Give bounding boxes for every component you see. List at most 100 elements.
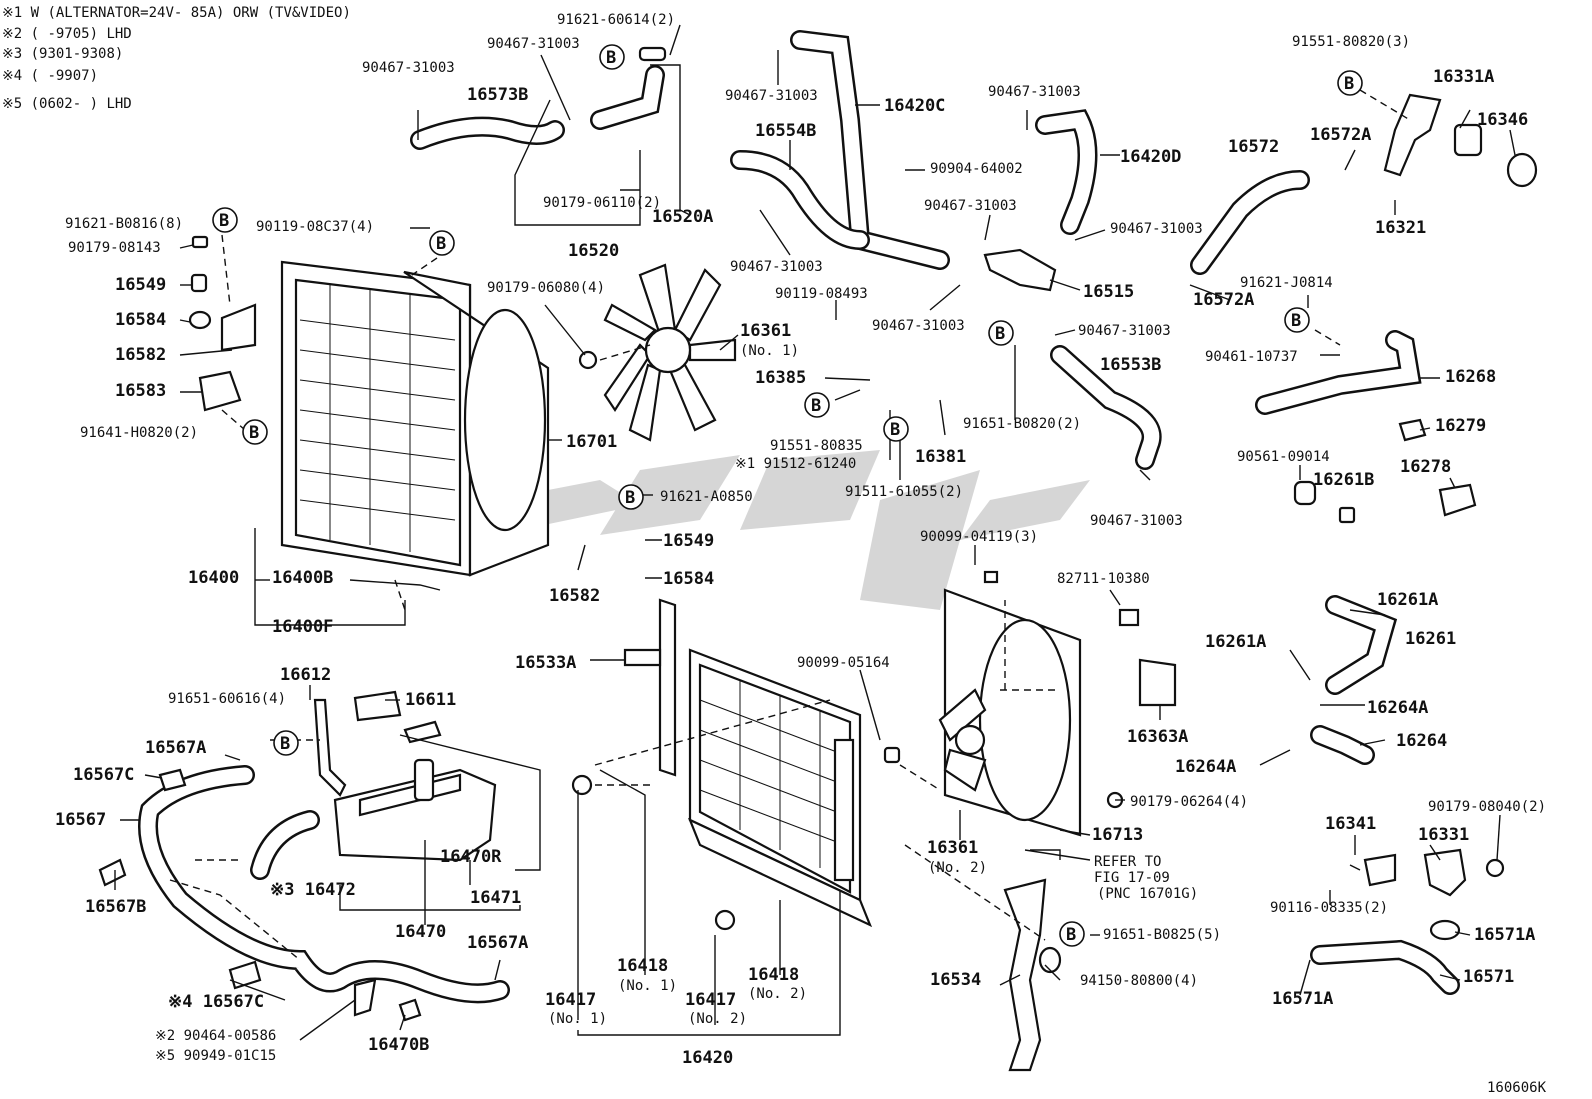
label-16346: 16346 <box>1477 110 1528 130</box>
label-90467-31003-g: 90467-31003 <box>1110 221 1203 237</box>
label-16582-a: 16582 <box>115 345 166 365</box>
label-16582-b: 16582 <box>549 586 600 606</box>
label-90467-31003-i: 90467-31003 <box>1078 323 1171 339</box>
label-16520A: 16520A <box>652 207 713 227</box>
label-90179-06110: 90179-06110(2) <box>543 195 661 211</box>
label-90467-31003-f: 90467-31003 <box>924 198 1017 214</box>
label-90467-31003-b: 90467-31003 <box>362 60 455 76</box>
label-16363A: 16363A <box>1127 727 1188 747</box>
note-1: ※1 W (ALTERNATOR=24V- 85A) ORW (TV&VIDEO… <box>2 5 351 21</box>
ref-bubble-8: B <box>1337 70 1363 96</box>
label-16361-no2: 16361 <box>927 838 978 858</box>
label-16549-b: 16549 <box>663 531 714 551</box>
part-labels: 91621-60614(2) 90467-31003 90467-31003 1… <box>55 12 1547 1096</box>
label-90179-08040: 90179-08040(2) <box>1428 799 1546 815</box>
label-91641-H0820: 91641-H0820(2) <box>80 425 198 441</box>
label-16361-no2-sub: (No. 2) <box>928 860 987 876</box>
label-16261: 16261 <box>1405 629 1456 649</box>
watermark-logo <box>470 450 1090 610</box>
label-94150-80800: 94150-80800(4) <box>1080 973 1198 989</box>
label-16571: 16571 <box>1463 967 1514 987</box>
label-16264A-b: 16264A <box>1175 757 1236 777</box>
label-16420D: 16420D <box>1120 147 1181 167</box>
ref-bubble-10: B <box>618 484 644 510</box>
label-16418-no2-sub: (No. 2) <box>748 986 807 1002</box>
label-90467-31003-h: 90467-31003 <box>872 318 965 334</box>
label-16381: 16381 <box>915 447 966 467</box>
label-91551-80835: 91551-80835 <box>770 438 863 454</box>
label-16554B: 16554B <box>755 121 816 141</box>
label-16567: 16567 <box>55 810 106 830</box>
refer-note-3: (PNC 16701G) <box>1097 886 1198 902</box>
svg-text:B: B <box>811 396 821 416</box>
label-16612: 16612 <box>280 665 331 685</box>
label-16400B: 16400B <box>272 568 333 588</box>
label-16567A-b: 16567A <box>467 933 528 953</box>
label-90119-08493: 90119-08493 <box>775 286 868 302</box>
label-90467-31003-c: 90467-31003 <box>725 88 818 104</box>
note-5: ※5 (0602- ) LHD <box>2 96 132 112</box>
label-16321: 16321 <box>1375 218 1426 238</box>
label-16418-no1-sub: (No. 1) <box>618 978 677 994</box>
note-4: ※4 ( -9907) <box>2 68 98 84</box>
ref-bubble-11: B <box>273 730 299 756</box>
reservoir-tank <box>250 690 497 880</box>
label-91621-60614: 91621-60614(2) <box>557 12 675 28</box>
label-16361-no1: 16361 <box>740 321 791 341</box>
note-3: ※3 (9301-9308) <box>2 46 123 62</box>
label-16571A-a: 16571A <box>1474 925 1535 945</box>
svg-text:B: B <box>219 211 229 231</box>
label-16584-b: 16584 <box>663 569 714 589</box>
label-16567A-a: 16567A <box>145 738 206 758</box>
label-91621-B0816: 91621-B0816(8) <box>65 216 183 232</box>
svg-text:B: B <box>436 234 446 254</box>
label-16361-no1-sub: (No. 1) <box>740 343 799 359</box>
ref-bubble-3: B <box>429 230 455 256</box>
label-16400: 16400 <box>188 568 239 588</box>
label-90099-04119: 90099-04119(3) <box>920 529 1038 545</box>
label-16261A-a: 16261A <box>1377 590 1438 610</box>
label-90179-06080: 90179-06080(4) <box>487 280 605 296</box>
label-16534: 16534 <box>930 970 981 990</box>
label-16471: 16471 <box>470 888 521 908</box>
label-16420: 16420 <box>682 1048 733 1068</box>
label-16420C: 16420C <box>884 96 945 116</box>
ref-bubble-12: B <box>1059 921 1085 947</box>
label-16583: 16583 <box>115 381 166 401</box>
label-16331A: 16331A <box>1433 67 1494 87</box>
header-notes: ※1 W (ALTERNATOR=24V- 85A) ORW (TV&VIDEO… <box>2 5 351 112</box>
label-16417-no1-sub: (No. 1) <box>548 1011 607 1027</box>
svg-text:B: B <box>625 488 635 508</box>
label-16341: 16341 <box>1325 814 1376 834</box>
label-91512-61240: ※1 91512-61240 <box>735 456 856 472</box>
label-90099-05164: 90099-05164 <box>797 655 890 671</box>
label-16279: 16279 <box>1435 416 1486 436</box>
label-16418-no2: 16418 <box>748 965 799 985</box>
svg-text:B: B <box>890 420 900 440</box>
ref-bubble-1: B <box>599 44 625 70</box>
overflow-hose <box>98 765 510 1022</box>
svg-text:B: B <box>249 423 259 443</box>
label-90119-08C37: 90119-08C37(4) <box>256 219 374 235</box>
label-91621-A0850: 91621-A0850 <box>660 489 753 505</box>
label-16567C-b: ※4 16567C <box>168 992 264 1012</box>
radiator-assembly-upper <box>280 260 550 577</box>
label-16573B: 16573B <box>467 85 528 105</box>
label-90467-31003-d: 90467-31003 <box>730 259 823 275</box>
refer-note-2: FIG 17-09 <box>1094 870 1170 886</box>
label-91511-61055: 91511-61055(2) <box>845 484 963 500</box>
label-16331: 16331 <box>1418 825 1469 845</box>
ref-bubble-6: B <box>883 416 909 442</box>
label-90467-31003-a: 90467-31003 <box>487 36 580 52</box>
top-hoses <box>410 30 1538 470</box>
fan-no1 <box>578 263 737 442</box>
label-16278: 16278 <box>1400 457 1451 477</box>
radiator-assembly-lower <box>571 598 873 931</box>
label-16261A-b: 16261A <box>1205 632 1266 652</box>
label-91651-60616: 91651-60616(4) <box>168 691 286 707</box>
svg-text:B: B <box>606 48 616 68</box>
label-16572A-a: 16572A <box>1310 125 1371 145</box>
label-16584-a: 16584 <box>115 310 166 330</box>
label-90467-31003-j: 90467-31003 <box>1090 513 1183 529</box>
label-16470B: 16470B <box>368 1035 429 1055</box>
